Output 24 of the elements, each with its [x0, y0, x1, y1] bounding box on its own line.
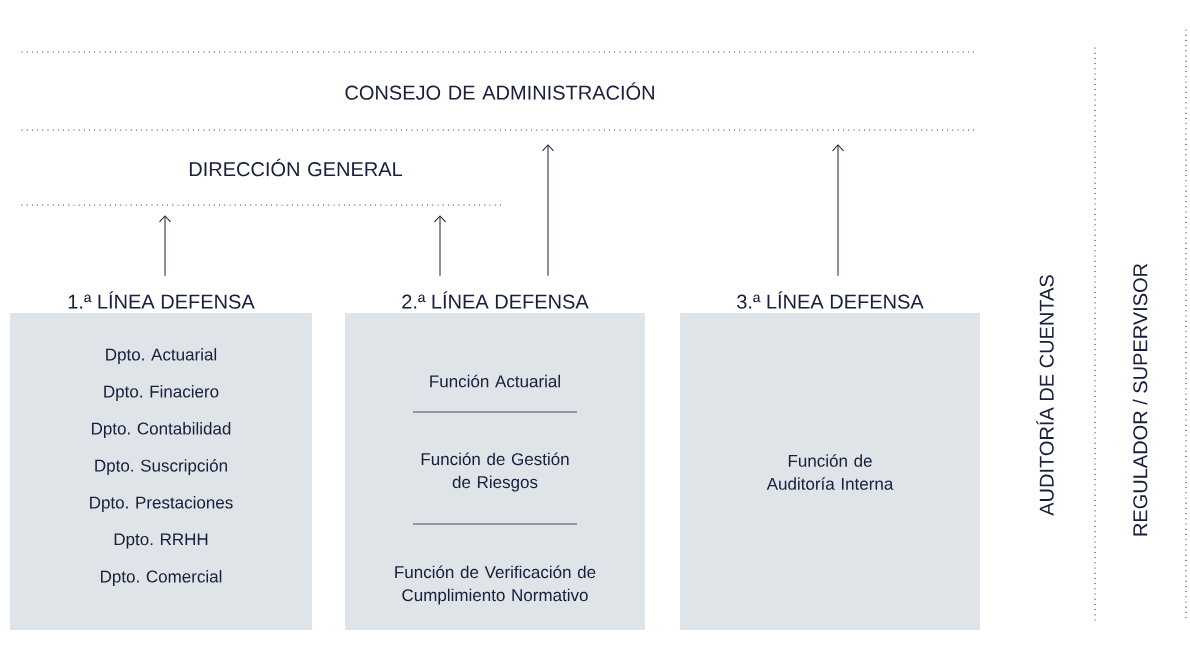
arrow — [542, 144, 554, 277]
column-heading: 2.ª LÍNEA DEFENSA — [402, 291, 589, 309]
node-label: Dpto. RRHH — [114, 533, 208, 549]
column-heading: 3.ª LÍNEA DEFENSA — [737, 291, 924, 309]
band-heading: CONSEJO DE ADMINISTRACIÓN — [345, 82, 654, 100]
vertical-label: REGULADOR / SUPERVISOR — [1132, 263, 1148, 536]
function-box: Función de Auditoría Interna — [680, 313, 980, 630]
function-box: Función Actuarial Función de Gestión de Riesgos Función de Verificación de Cumplimiento Normativo — [345, 313, 645, 630]
band-heading: DIRECCIÓN GENERAL — [189, 158, 403, 177]
node-label: Función Actuarial — [430, 374, 560, 388]
arrow — [832, 144, 844, 277]
node-label: Función de Verificación de Cumplimiento Normativo — [395, 565, 596, 605]
node-label: Dpto. Suscripción — [95, 458, 227, 476]
node-label: Dpto. Finaciero — [104, 385, 219, 401]
vertical-label: AUDITORÍA DE CUENTAS — [1036, 275, 1054, 516]
node-label: Dpto. Contabilidad — [91, 422, 231, 438]
node-label: Dpto. Prestaciones — [90, 496, 233, 512]
node-label: Función de Gestión de Riesgos — [421, 452, 569, 492]
node-label: Dpto. Actuarial — [106, 348, 217, 364]
arrow — [159, 215, 171, 277]
function-box: Dpto. Actuarial Dpto. Finaciero Dpto. Contabilidad Dpto. Suscripción Dpto. Prestaciones Dpto. RRHH Dpto. Comercial — [10, 313, 312, 630]
arrow — [434, 215, 446, 277]
column-heading: 1.ª LÍNEA DEFENSA — [68, 291, 255, 309]
node-label: Dpto. Comercial — [100, 570, 222, 586]
